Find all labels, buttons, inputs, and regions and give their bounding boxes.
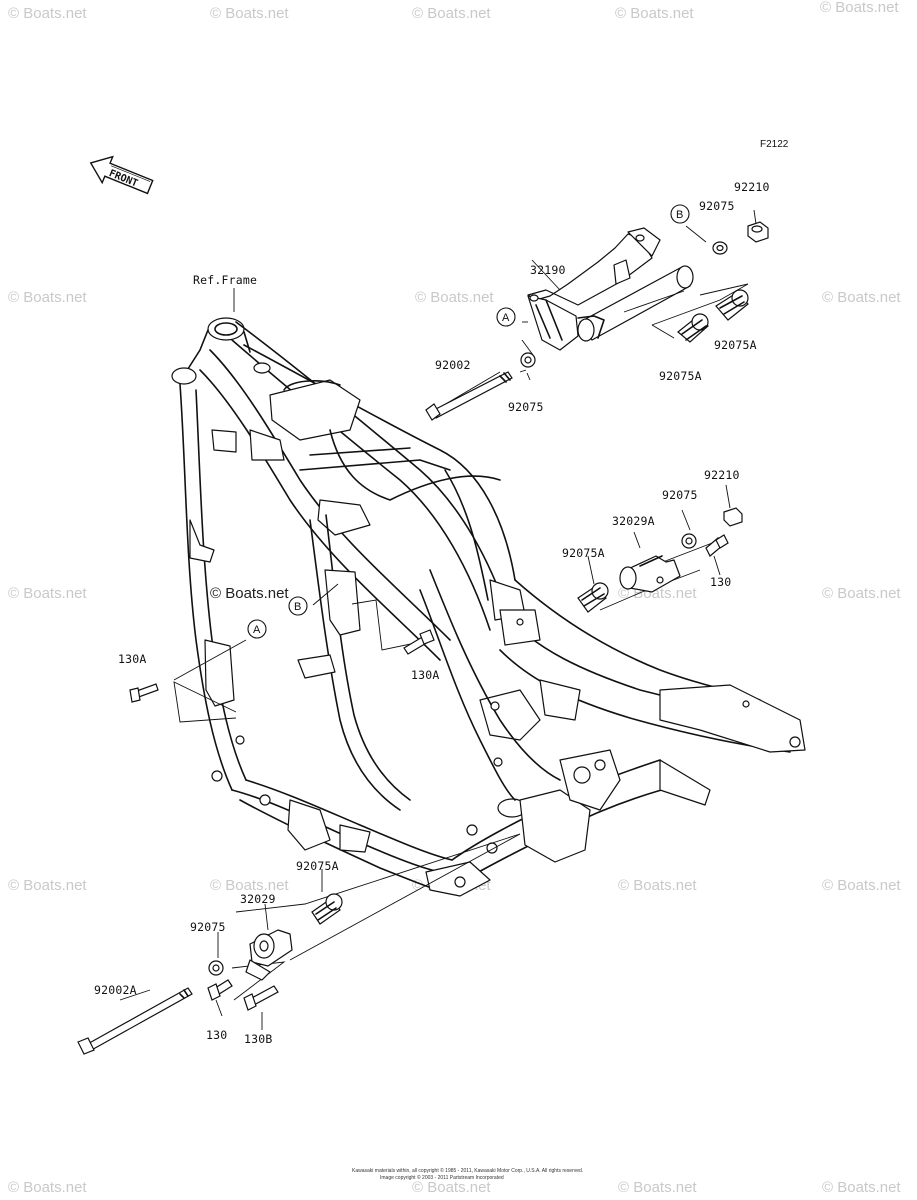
watermark: © Boats.net: [8, 585, 87, 602]
watermark: © Boats.net: [8, 877, 87, 894]
callout-a: A: [253, 624, 261, 636]
part-label-92075a: 92075A: [296, 859, 339, 873]
part-label-32029: 32029: [240, 892, 276, 906]
part-label-92075: 92075: [662, 488, 698, 502]
motorcycle-frame: [171, 317, 806, 897]
part-label-92075: 92075: [508, 400, 544, 414]
callout-b: B: [294, 601, 301, 613]
part-label-92002a: 92002A: [94, 983, 137, 997]
mid-mount-hardware: [577, 507, 743, 613]
watermark: © Boats.net: [822, 1179, 901, 1196]
left-mount-hardware: A B: [129, 596, 435, 703]
part-label-130a: 130A: [411, 668, 440, 682]
copyright-text: Kawasaki materials within, all copyright…: [352, 1167, 583, 1174]
watermark: © Boats.net: [210, 585, 289, 602]
copyright-text-2: Image copyright © 2003 - 2011 Partstream…: [380, 1174, 504, 1181]
part-labels: Ref.Frame 92210 92075 32190 92075A 92075…: [94, 180, 770, 1046]
watermark: © Boats.net: [820, 0, 899, 16]
lower-mount-hardware: [77, 893, 343, 1055]
front-arrow-icon: FRONT: [89, 155, 154, 195]
upper-engine-mount-bracket-32190: [527, 227, 694, 351]
part-label-92075: 92075: [699, 199, 735, 213]
watermark: © Boats.net: [618, 1179, 697, 1196]
watermark: © Boats.net: [412, 5, 491, 22]
callout-b: B: [676, 209, 683, 221]
watermark: © Boats.net: [412, 1179, 491, 1196]
watermark: © Boats.net: [210, 5, 289, 22]
callout-a: A: [502, 312, 510, 324]
part-label-130: 130: [710, 575, 731, 589]
part-label-92210: 92210: [704, 468, 740, 482]
watermark: © Boats.net: [415, 289, 494, 306]
part-label-32029a: 32029A: [612, 514, 655, 528]
watermark: © Boats.net: [210, 877, 289, 894]
watermark: © Boats.net: [822, 289, 901, 306]
upper-mount-hardware: B A: [425, 204, 769, 421]
part-label-130: 130: [206, 1028, 227, 1042]
part-label-92210: 92210: [734, 180, 770, 194]
part-label-92075a: 92075A: [562, 546, 605, 560]
watermark: © Boats.net: [615, 5, 694, 22]
watermark: © Boats.net: [8, 1179, 87, 1196]
watermark: © Boats.net: [618, 877, 697, 894]
part-label-32190: 32190: [530, 263, 566, 277]
watermark: © Boats.net: [8, 289, 87, 306]
part-label-92002: 92002: [435, 358, 471, 372]
part-label-130a: 130A: [118, 652, 147, 666]
watermark: © Boats.net: [822, 877, 901, 894]
figure-code: F2122: [760, 139, 789, 150]
watermark: © Boats.net: [822, 585, 901, 602]
part-label-92075a: 92075A: [714, 338, 757, 352]
part-label-92075a: 92075A: [659, 369, 702, 383]
part-label-130b: 130B: [244, 1032, 273, 1046]
watermark: © Boats.net: [8, 5, 87, 22]
ref-frame-label: Ref.Frame: [193, 273, 257, 287]
part-label-92075: 92075: [190, 920, 226, 934]
